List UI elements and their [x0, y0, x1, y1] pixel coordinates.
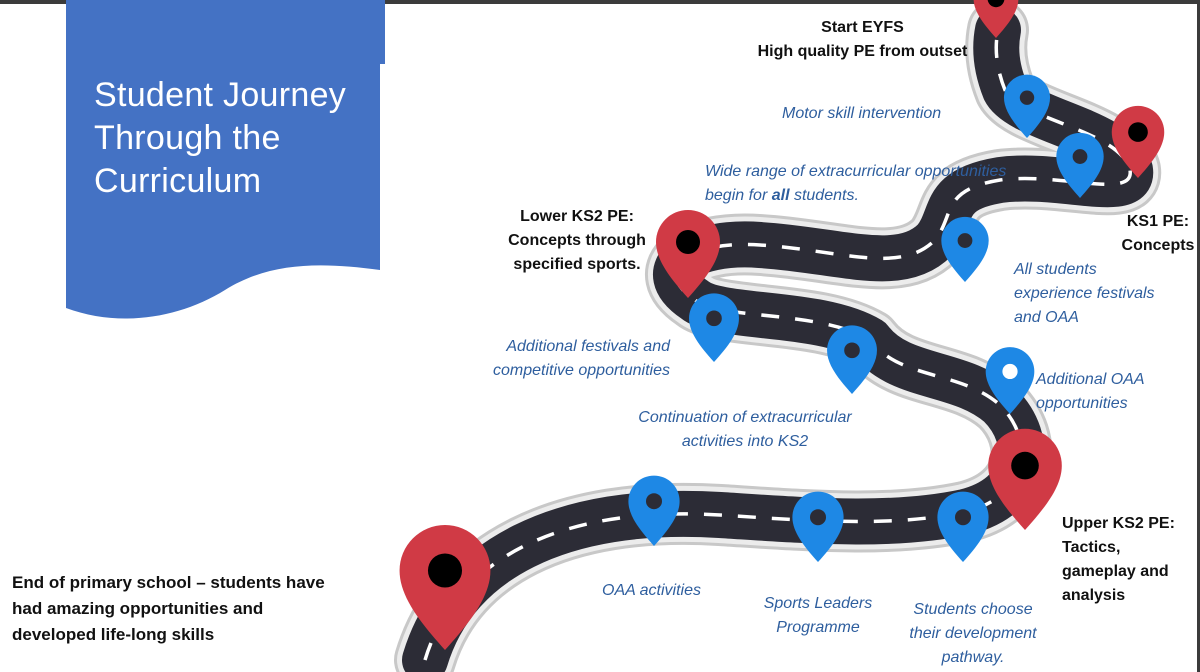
sports-leaders-label: Sports Leaders Programme — [748, 592, 888, 640]
label-line: Students choose — [913, 601, 1033, 618]
label-line: experience festivals — [1014, 285, 1155, 302]
label-line: their development — [909, 625, 1037, 642]
milestone-ks1-label: KS1 PE: Concepts — [1118, 210, 1198, 258]
label-line: Wide range of extracurricular opportunit… — [705, 163, 1007, 180]
page-title: Student Journey Through the Curriculum — [94, 74, 374, 203]
map-pin-blue-icon — [628, 475, 680, 546]
label-line: Upper KS2 PE: — [1062, 515, 1175, 532]
label-line: Additional OAA — [1036, 371, 1145, 388]
label-line: Additional festivals and — [506, 338, 670, 355]
label-line: High quality PE from outset — [757, 43, 968, 60]
milestone-end-label: End of primary school – students have ha… — [12, 570, 382, 648]
label-text: begin for — [705, 187, 772, 204]
milestone-start-label: Start EYFS High quality PE from outset — [745, 16, 980, 64]
label-line: competitive opportunities — [493, 362, 670, 379]
label-line: developed life-long skills — [12, 625, 215, 644]
map-pin-blue-icon — [1056, 132, 1104, 198]
label-line: pathway. — [941, 649, 1005, 666]
label-line: Sports Leaders — [763, 595, 873, 612]
label-line: Start EYFS — [821, 19, 904, 36]
label-line: and OAA — [1014, 309, 1079, 326]
label-line: Concepts — [1121, 237, 1195, 254]
label-line: KS1 PE: — [1126, 213, 1190, 230]
label-line: Concepts through — [508, 232, 646, 249]
label-line: begin for all students. — [705, 184, 1065, 208]
label-line: had amazing opportunities and — [12, 599, 264, 618]
festivals-oaa-label: All students experience festivals and OA… — [1014, 258, 1184, 330]
map-pin-blue-icon — [792, 491, 844, 562]
motor-skill-label: Motor skill intervention — [782, 105, 942, 122]
map-pin-blue-icon — [937, 491, 989, 562]
map-pin-red-icon — [656, 210, 720, 298]
label-line: opportunities — [1036, 395, 1128, 412]
additional-festivals-label: Additional festivals and competitive opp… — [450, 335, 670, 383]
map-pin-red-icon — [399, 525, 491, 650]
emphasis-text: all — [771, 187, 790, 204]
development-pathway-label: Students choose their development pathwa… — [893, 598, 1053, 670]
map-pin-blue-icon — [1003, 74, 1051, 138]
label-line: analysis — [1062, 587, 1126, 604]
label-text: students. — [789, 187, 859, 204]
frame-top-border — [0, 0, 1200, 4]
map-pin-red-icon — [973, 0, 1019, 38]
frame-right-border — [1197, 0, 1200, 672]
map-pin-blue-icon — [827, 325, 877, 394]
map-pin-red-icon — [988, 428, 1062, 530]
map-pin-blue-icon — [941, 216, 989, 282]
label-line: Programme — [776, 619, 860, 636]
label-line: activities into KS2 — [681, 433, 809, 450]
milestone-lower-ks2-label: Lower KS2 PE: Concepts through specified… — [498, 205, 656, 277]
additional-oaa-label: Additional OAA opportunities — [1036, 368, 1186, 416]
map-pin-blue-icon — [985, 347, 1035, 414]
title-line: Curriculum — [94, 162, 262, 200]
title-banner — [66, 0, 385, 319]
extracurricular-label: Wide range of extracurricular opportunit… — [705, 160, 1065, 208]
label-line: gameplay and — [1062, 563, 1169, 580]
title-line: Through the — [94, 119, 281, 157]
label-line: End of primary school – students have — [12, 573, 325, 592]
milestone-upper-ks2-label: Upper KS2 PE: Tactics, gameplay and anal… — [1062, 512, 1192, 608]
map-pin-red-icon — [1111, 105, 1165, 178]
title-line: Student Journey — [94, 76, 347, 114]
label-line: Tactics, — [1062, 539, 1121, 556]
oaa-activities-label: OAA activities — [602, 582, 701, 599]
map-pin-blue-icon — [689, 293, 739, 362]
label-line: All students — [1014, 261, 1097, 278]
label-line: specified sports. — [513, 256, 641, 273]
continuation-label: Continuation of extracurricular activiti… — [615, 406, 875, 454]
label-line: Lower KS2 PE: — [520, 208, 634, 225]
label-line: Continuation of extracurricular — [638, 409, 852, 426]
